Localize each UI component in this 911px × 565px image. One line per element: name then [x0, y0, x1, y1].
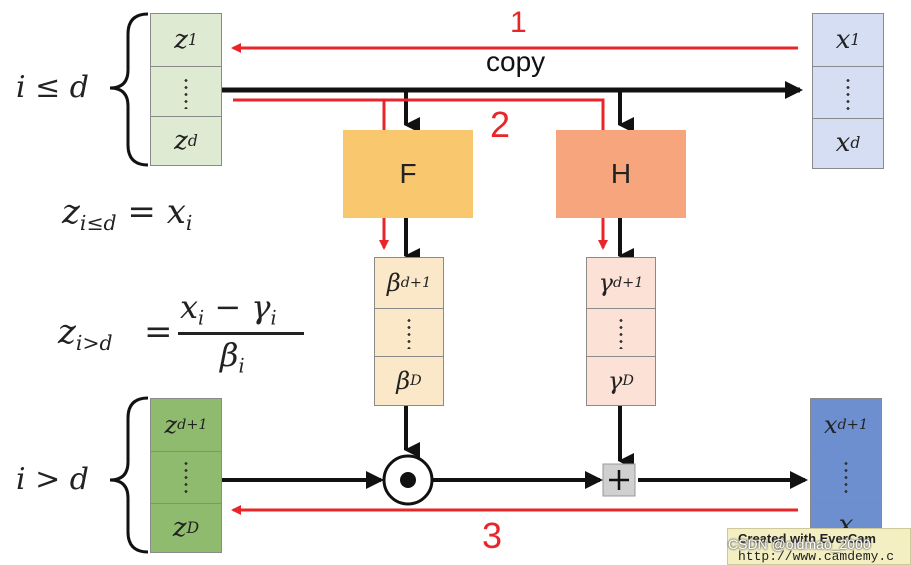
multiply-operator [382, 454, 434, 506]
x-bottom-dots [811, 451, 881, 503]
brace-bottom [109, 396, 149, 554]
copy-label: copy [486, 46, 546, 77]
step-2-label: 2 [490, 104, 511, 145]
beta-dots [375, 308, 443, 356]
z-bottom-dots [151, 451, 221, 503]
watermark-line1: Created with EverCam [738, 531, 876, 546]
H-network-box: H [556, 130, 686, 218]
z-top-dots [151, 66, 221, 116]
equation-z-gt-d: zi>d = xi − γi βi [58, 288, 318, 378]
step-1-label: 1 [510, 6, 527, 39]
gamma-dots [587, 308, 655, 356]
watermark-banner: Created with EverCam http://www.camdemy.… [727, 528, 911, 565]
brace-top [109, 12, 149, 167]
watermark-line2: http://www.camdemy.c [738, 549, 895, 564]
step-3-label: 3 [482, 515, 503, 556]
condition-bottom: i > d [16, 462, 90, 497]
add-operator [602, 463, 636, 497]
F-network-box: F [343, 130, 473, 218]
condition-top: i ≤ d [16, 70, 90, 105]
x-top-dots [813, 66, 883, 118]
equation-z-le-d: zi≤d = xi [62, 192, 193, 236]
csdn-watermark: CSDN @oldmao_2000 [728, 536, 871, 552]
